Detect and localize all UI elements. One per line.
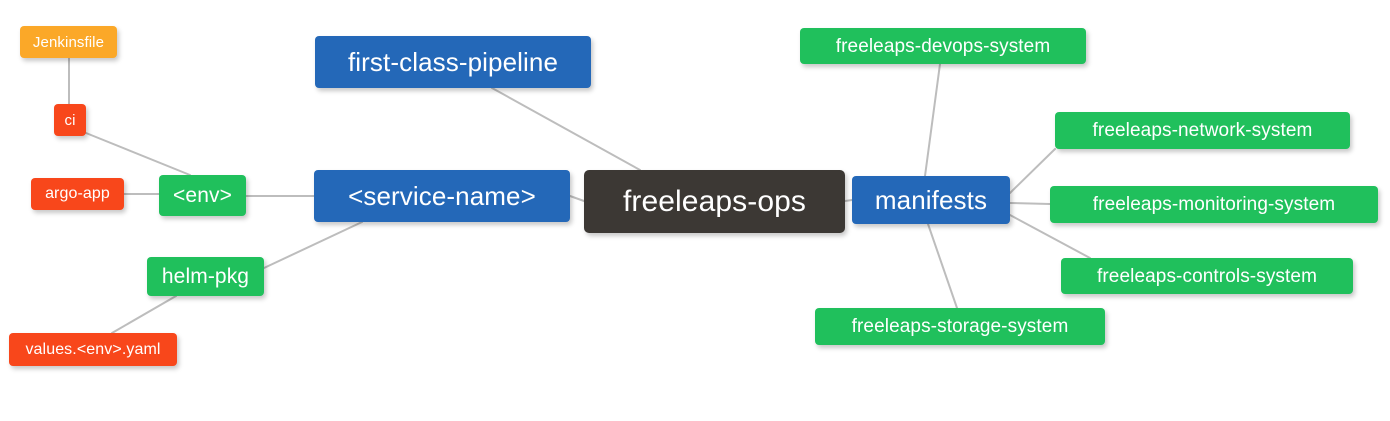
node-label-freeleaps-network-system: freeleaps-network-system	[1092, 120, 1313, 141]
node-label-values-env-yaml: values.<env>.yaml	[25, 340, 161, 358]
node-freeleaps-storage-system[interactable]: freeleaps-storage-system	[815, 308, 1105, 345]
node-label-argo-app: argo-app	[45, 185, 110, 202]
node-label-env: <env>	[173, 184, 232, 207]
node-first-class-pipeline[interactable]: first-class-pipeline	[315, 36, 591, 88]
edge-freeleaps-ops-to-first-class-pipeline	[491, 87, 641, 171]
edge-manifests-to-freeleaps-monitoring-system	[1009, 202, 1051, 205]
node-freeleaps-network-system[interactable]: freeleaps-network-system	[1055, 112, 1350, 149]
edge-freeleaps-ops-to-service-name	[569, 195, 585, 202]
node-label-freeleaps-controls-system: freeleaps-controls-system	[1096, 265, 1318, 287]
edge-manifests-to-freeleaps-network-system	[1009, 148, 1056, 194]
node-label-jenkinsfile: Jenkinsfile	[32, 33, 105, 51]
node-service-name[interactable]: <service-name>	[314, 170, 570, 222]
edge-helm-pkg-to-values-env-yaml	[111, 295, 177, 334]
node-freeleaps-devops-system[interactable]: freeleaps-devops-system	[800, 28, 1086, 64]
node-argo-app[interactable]: argo-app	[31, 178, 124, 210]
node-label-ci: ci	[64, 111, 76, 129]
node-label-freeleaps-storage-system: freeleaps-storage-system	[851, 316, 1069, 337]
edge-manifests-to-freeleaps-devops-system	[924, 63, 941, 177]
node-label-helm-pkg: helm-pkg	[161, 265, 250, 288]
node-helm-pkg[interactable]: helm-pkg	[147, 257, 264, 296]
edge-freeleaps-ops-to-manifests	[844, 199, 853, 202]
node-label-manifests: manifests	[874, 185, 988, 215]
node-label-freeleaps-ops: freeleaps-ops	[622, 184, 807, 218]
node-env[interactable]: <env>	[159, 175, 246, 216]
node-jenkinsfile[interactable]: Jenkinsfile	[20, 26, 117, 58]
node-freeleaps-ops[interactable]: freeleaps-ops	[584, 170, 845, 233]
node-freeleaps-controls-system[interactable]: freeleaps-controls-system	[1061, 258, 1353, 294]
node-values-env-yaml[interactable]: values.<env>.yaml	[9, 333, 177, 366]
node-manifests[interactable]: manifests	[852, 176, 1010, 224]
edge-manifests-to-freeleaps-storage-system	[927, 223, 958, 309]
edge-service-name-to-helm-pkg	[263, 221, 363, 269]
node-freeleaps-monitoring-system[interactable]: freeleaps-monitoring-system	[1050, 186, 1378, 223]
edge-env-to-ci	[85, 132, 191, 176]
node-label-service-name: <service-name>	[348, 181, 536, 211]
node-label-freeleaps-devops-system: freeleaps-devops-system	[835, 35, 1051, 57]
node-label-freeleaps-monitoring-system: freeleaps-monitoring-system	[1092, 194, 1336, 215]
node-label-first-class-pipeline: first-class-pipeline	[347, 47, 559, 77]
node-ci[interactable]: ci	[54, 104, 86, 136]
